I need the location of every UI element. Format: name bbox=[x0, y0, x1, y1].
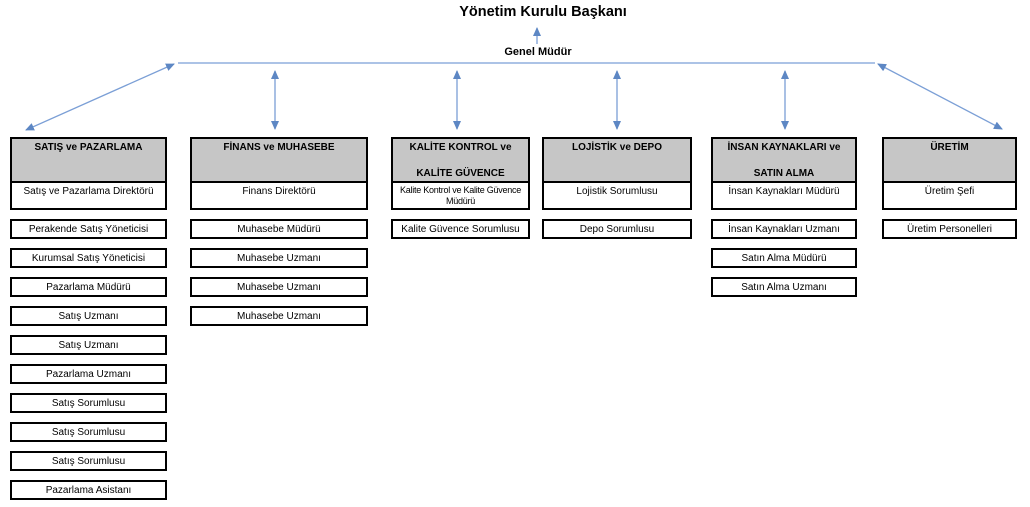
department-title: LOJİSTİK ve DEPO bbox=[571, 142, 663, 153]
role-box: İnsan Kaynakları Uzmanı bbox=[711, 219, 857, 239]
department-manager: Satış ve Pazarlama Direktörü bbox=[23, 186, 154, 197]
role-box: Muhasebe Uzmanı bbox=[190, 248, 368, 268]
department-column-insan-kaynaklari-satin-alma: İNSAN KAYNAKLARI ve SATIN ALMA İnsan Kay… bbox=[711, 137, 857, 297]
role-box: Üretim Personelleri bbox=[882, 219, 1017, 239]
role-box: Muhasebe Müdürü bbox=[190, 219, 368, 239]
department-column-finans-muhasebe: FİNANS ve MUHASEBE Finans Direktörü Muha… bbox=[190, 137, 368, 326]
department-title-line2: SATIN ALMA bbox=[753, 168, 815, 179]
department-title-line2 bbox=[14, 178, 163, 179]
department-title: İNSAN KAYNAKLARI ve bbox=[727, 142, 841, 153]
role-box: Depo Sorumlusu bbox=[542, 219, 692, 239]
role-box: Kurumsal Satış Yöneticisi bbox=[10, 248, 167, 268]
department-header: SATIŞ ve PAZARLAMA bbox=[12, 139, 165, 183]
department-header: KALİTE KONTROL ve KALİTE GÜVENCE bbox=[393, 139, 528, 183]
department-title: KALİTE KONTROL ve bbox=[409, 142, 512, 153]
department-header: İNSAN KAYNAKLARI ve SATIN ALMA bbox=[713, 139, 855, 183]
diagonal-arrow-left-icon bbox=[25, 63, 175, 131]
role-box: Satış Uzmanı bbox=[10, 335, 167, 355]
department-manager: Kalite Kontrol ve Kalite Güvence Müdürü bbox=[399, 185, 522, 206]
department-header-box: ÜRETİM Üretim Şefi bbox=[882, 137, 1017, 210]
department-column-kalite: KALİTE KONTROL ve KALİTE GÜVENCE Kalite … bbox=[391, 137, 530, 239]
role-box: Satış Sorumlusu bbox=[10, 451, 167, 471]
department-title: SATIŞ ve PAZARLAMA bbox=[34, 142, 143, 153]
department-header: LOJİSTİK ve DEPO bbox=[544, 139, 690, 183]
department-column-lojistik-depo: LOJİSTİK ve DEPO Lojistik Sorumlusu Depo… bbox=[542, 137, 692, 239]
department-title-line2: KALİTE GÜVENCE bbox=[416, 168, 505, 179]
department-title-line2 bbox=[546, 178, 688, 179]
role-box: Kalite Güvence Sorumlusu bbox=[391, 219, 530, 239]
role-box: Pazarlama Uzmanı bbox=[10, 364, 167, 384]
connector-arrows bbox=[25, 27, 1003, 131]
page-title: Yönetim Kurulu Başkanı bbox=[459, 4, 627, 20]
department-manager: Finans Direktörü bbox=[242, 186, 316, 197]
department-column-satis-pazarlama: SATIŞ ve PAZARLAMA Satış ve Pazarlama Di… bbox=[10, 137, 167, 500]
general-manager-label: Genel Müdür bbox=[504, 46, 572, 58]
department-manager: İnsan Kaynakları Müdürü bbox=[728, 186, 840, 197]
department-column-uretim: ÜRETİM Üretim Şefi Üretim Personelleri bbox=[882, 137, 1017, 239]
department-header: ÜRETİM bbox=[884, 139, 1015, 183]
department-header-box: İNSAN KAYNAKLARI ve SATIN ALMA İnsan Kay… bbox=[711, 137, 857, 210]
department-header-box: LOJİSTİK ve DEPO Lojistik Sorumlusu bbox=[542, 137, 692, 210]
department-header-box: KALİTE KONTROL ve KALİTE GÜVENCE Kalite … bbox=[391, 137, 530, 210]
role-box: Satış Sorumlusu bbox=[10, 393, 167, 413]
role-box: Perakende Satış Yöneticisi bbox=[10, 219, 167, 239]
role-box: Satış Sorumlusu bbox=[10, 422, 167, 442]
role-box: Muhasebe Uzmanı bbox=[190, 306, 368, 326]
department-title: ÜRETİM bbox=[930, 142, 969, 153]
role-box: Pazarlama Asistanı bbox=[10, 480, 167, 500]
department-header: FİNANS ve MUHASEBE bbox=[192, 139, 366, 183]
role-box: Pazarlama Müdürü bbox=[10, 277, 167, 297]
department-title-line2 bbox=[886, 178, 1013, 179]
role-box: Muhasebe Uzmanı bbox=[190, 277, 368, 297]
role-box: Satış Uzmanı bbox=[10, 306, 167, 326]
department-manager: Üretim Şefi bbox=[924, 186, 975, 197]
role-box: Satın Alma Uzmanı bbox=[711, 277, 857, 297]
department-title: FİNANS ve MUHASEBE bbox=[223, 142, 335, 153]
department-header-box: FİNANS ve MUHASEBE Finans Direktörü bbox=[190, 137, 368, 210]
department-manager: Lojistik Sorumlusu bbox=[576, 186, 658, 197]
diagonal-arrow-right-icon bbox=[877, 63, 1003, 130]
department-title-line2 bbox=[194, 178, 364, 179]
department-header-box: SATIŞ ve PAZARLAMA Satış ve Pazarlama Di… bbox=[10, 137, 167, 210]
role-box: Satın Alma Müdürü bbox=[711, 248, 857, 268]
